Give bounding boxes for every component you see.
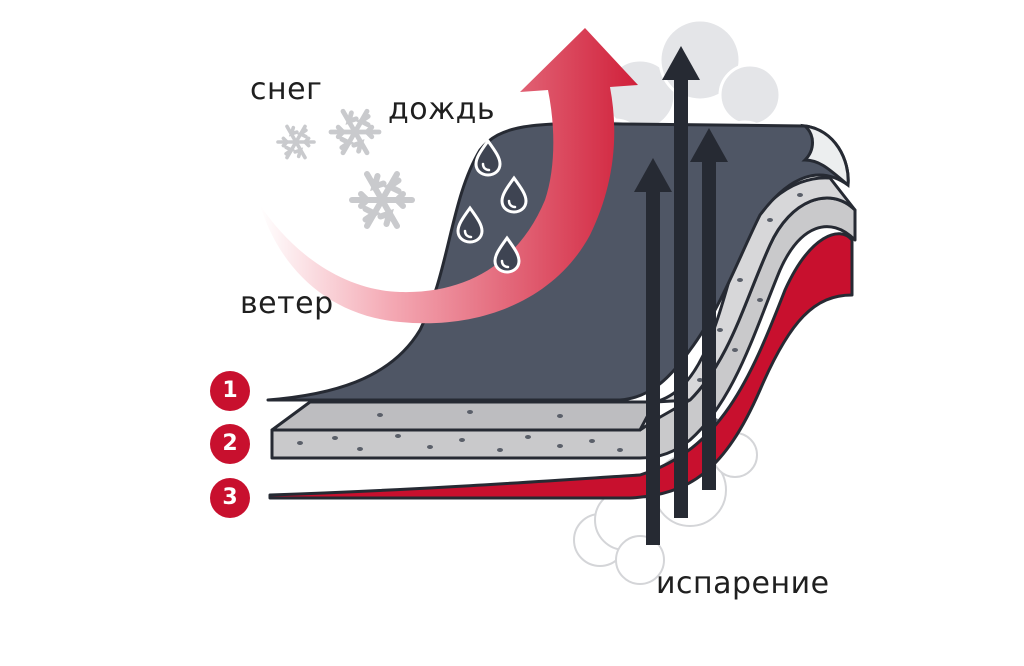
snowflake-icon (276, 124, 316, 160)
layer-2-badge: 2 (210, 424, 250, 464)
vapor-arrow (690, 128, 728, 490)
layer-3-badge: 3 (210, 478, 250, 518)
vapor-arrow (634, 158, 672, 545)
wind-arrow (260, 28, 638, 324)
evaporation-label: испарение (656, 566, 830, 601)
snowflake-icon (352, 174, 412, 226)
layer-1-badge: 1 (210, 371, 250, 411)
snowflake-icon (331, 111, 379, 153)
layer-3-lining (268, 232, 854, 500)
snow-label: снег (250, 72, 323, 107)
vapor-arrow (662, 46, 700, 518)
layer-1-membrane-edge (800, 123, 850, 189)
wind-label: ветер (240, 286, 334, 321)
rain-label: дождь (388, 92, 496, 127)
